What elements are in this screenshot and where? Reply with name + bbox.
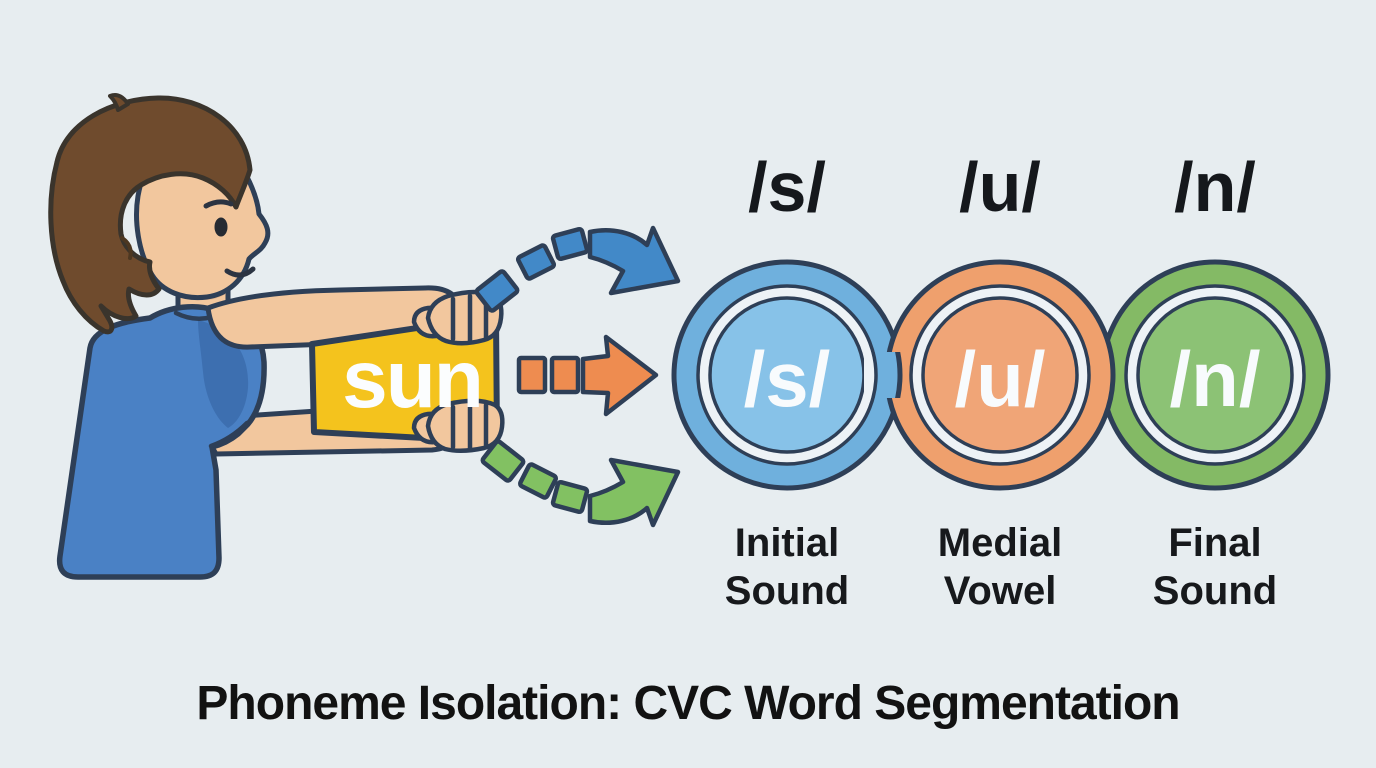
child-sleeve-cuff-line xyxy=(208,420,250,449)
caption-line: Sound xyxy=(724,569,850,613)
child-ear-curl xyxy=(120,236,133,260)
blue-dash-2 xyxy=(515,243,557,281)
phoneme-label-medial: /u/ xyxy=(959,148,1041,226)
circle-phoneme-initial: /s/ xyxy=(743,335,831,423)
caption-line: Medial xyxy=(937,521,1063,565)
green-dash-2 xyxy=(517,462,559,500)
caption-line: Final xyxy=(1168,521,1262,565)
child-hair xyxy=(48,95,253,335)
bottom-curved-arrow xyxy=(480,439,681,528)
phoneme-circle-medial xyxy=(884,259,1116,491)
diagram-title: Phoneme Isolation: CVC Word Segmentation xyxy=(196,677,1180,730)
circle-phoneme-medial: /u/ xyxy=(954,335,1046,423)
blue-dash-1 xyxy=(474,269,520,313)
caption-line: Vowel xyxy=(943,569,1057,613)
phoneme-circle-initial xyxy=(671,259,903,491)
orange-arrowhead xyxy=(580,334,659,417)
top-curved-arrow xyxy=(474,225,681,313)
caption-initial-sound: Initial Sound xyxy=(657,519,917,615)
middle-straight-arrow xyxy=(516,334,659,417)
caption-line: Initial xyxy=(734,521,840,565)
green-dash-1 xyxy=(480,439,526,483)
blue-dash-3 xyxy=(550,226,590,262)
child-eye xyxy=(214,217,228,237)
green-dash-3 xyxy=(550,479,590,515)
phoneme-label-final: /n/ xyxy=(1174,148,1256,226)
phoneme-circle-final xyxy=(1099,259,1331,491)
green-circle-inner xyxy=(1136,296,1294,454)
child-hair-tuft xyxy=(108,93,130,112)
chain-link-crossover xyxy=(864,352,903,398)
word-card-label: sun xyxy=(342,334,484,425)
orange-dash-2 xyxy=(549,355,581,395)
orange-dash-1 xyxy=(516,355,548,395)
circle-phoneme-final: /n/ xyxy=(1169,335,1261,423)
green-arrowhead xyxy=(587,457,681,528)
child-eyebrow xyxy=(203,199,234,209)
child-illustration xyxy=(48,93,465,580)
orange-circle-inner xyxy=(921,296,1079,454)
caption-line: Sound xyxy=(1152,569,1278,613)
child-smile xyxy=(224,266,256,278)
child-upper-hand xyxy=(425,289,504,346)
lower-finger-lines xyxy=(450,400,489,453)
caption-medial-vowel: Medial Vowel xyxy=(870,519,1130,615)
phoneme-label-initial: /s/ xyxy=(748,148,826,226)
caption-final-sound: Final Sound xyxy=(1085,519,1345,615)
blue-arrowhead xyxy=(587,225,681,296)
child-lower-hand xyxy=(425,398,505,453)
